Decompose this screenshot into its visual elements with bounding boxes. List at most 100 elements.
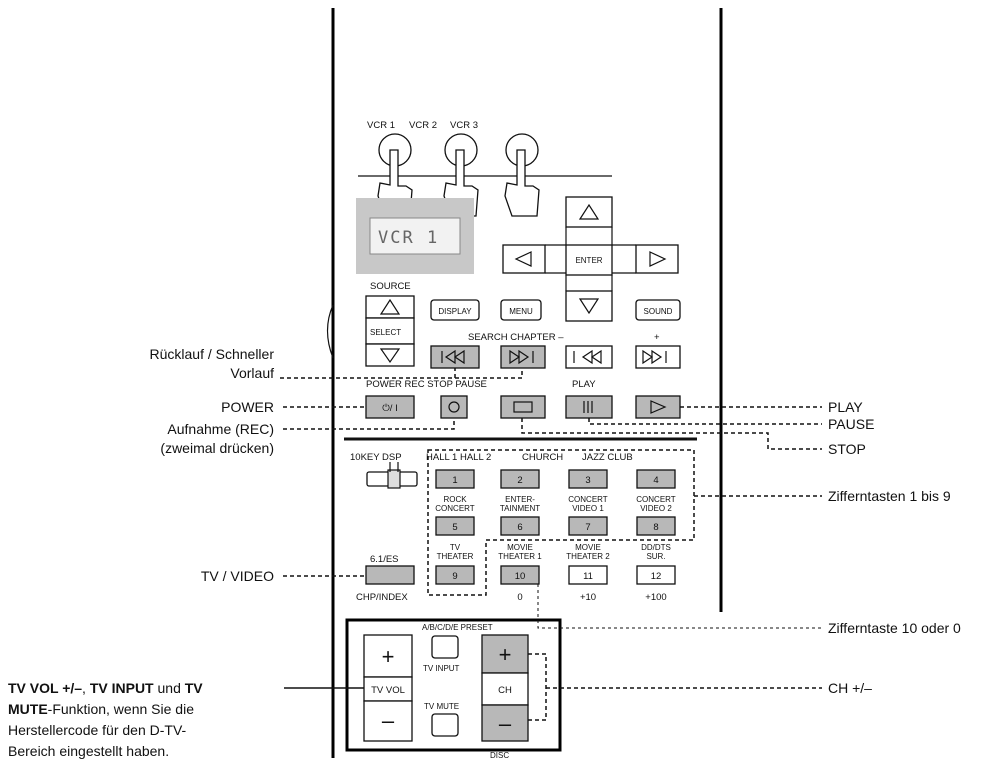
enter-label: ENTER: [575, 256, 602, 265]
pause-icon: [583, 401, 593, 413]
num-key-label: 5: [452, 522, 457, 533]
num-key-6[interactable]: [500, 516, 540, 536]
num-key-9[interactable]: [435, 565, 475, 585]
tv-func-sep1: ,: [82, 680, 90, 696]
triangle-up-icon: [379, 298, 401, 315]
dsp-church-label: CHURCH: [522, 452, 563, 463]
tv-func-sep2: und: [154, 680, 185, 696]
plus100-label: +100: [645, 592, 666, 603]
left-arrow-icon: [514, 251, 532, 267]
dsp-cv2-label-2: VIDEO 2: [640, 504, 672, 513]
ch-label: CH: [498, 685, 512, 696]
stop-button[interactable]: [500, 395, 546, 419]
tv-mute-button[interactable]: [431, 713, 459, 737]
dsp-cv1-label-2: VIDEO 1: [572, 504, 604, 513]
num-key-label: 11: [583, 571, 593, 582]
display-button[interactable]: [430, 299, 480, 321]
num-key-label: 2: [517, 475, 522, 486]
num-key-label: 12: [651, 571, 662, 582]
tv-vol-up-button[interactable]: [363, 634, 413, 678]
rewind-callout-line: [280, 368, 456, 379]
play-icon: [650, 400, 667, 414]
num-key-3[interactable]: [568, 469, 608, 489]
dsp-mt1-label-2: THEATER 1: [498, 552, 542, 561]
sound-button[interactable]: [635, 299, 681, 321]
select-label: SELECT: [370, 328, 401, 337]
chapter-prev-button[interactable]: [565, 345, 613, 369]
es-label: 6.1/ES: [370, 554, 399, 565]
up-arrow-icon: [578, 203, 600, 220]
down-arrow-icon: [578, 298, 600, 315]
up-button[interactable]: [565, 196, 613, 228]
abcde-preset-label: A/B/C/D/E PRESET: [422, 623, 493, 632]
rewind-callout-line-2: [455, 368, 523, 379]
triangle-down-icon: [379, 348, 401, 364]
number-keys-group-outline: [427, 449, 695, 596]
display-button-label: DISPLAY: [438, 307, 472, 316]
num-key-label: 7: [585, 522, 590, 533]
transport-row-label: POWER REC STOP PAUSE: [366, 379, 487, 390]
num-key-label: 9: [452, 571, 457, 582]
tv-mute-label: TV MUTE: [424, 702, 459, 711]
num-key-label: 6: [517, 522, 522, 533]
right-button[interactable]: [635, 244, 679, 274]
rec-button[interactable]: [440, 395, 468, 419]
chp-index-label: CHP/INDEX: [356, 592, 408, 603]
rewind-icon: [441, 349, 465, 365]
play-top-label: PLAY: [572, 379, 596, 390]
menu-button[interactable]: [500, 299, 542, 321]
rec-text-2: (zweimal drücken): [160, 440, 274, 456]
vcr-label-1: VCR 1: [367, 120, 395, 131]
stop-text: STOP: [828, 441, 866, 457]
dsp-hall-label: HALL 1 HALL 2: [426, 452, 491, 463]
num-key-label: 4: [653, 475, 658, 486]
power-button[interactable]: [365, 395, 415, 419]
down-button[interactable]: [565, 290, 613, 322]
search-chapter-label: SEARCH CHAPTER –: [468, 332, 564, 343]
dsp-rock-label-2: CONCERT: [435, 504, 475, 513]
pause-text: PAUSE: [828, 416, 874, 432]
num-key-10[interactable]: [500, 565, 540, 585]
num-key-7[interactable]: [568, 516, 608, 536]
fast-forward-button[interactable]: [500, 345, 546, 369]
dsp-dd-label-2: SUR.: [646, 552, 665, 561]
skip-forward-icon: [642, 349, 667, 365]
switch-knob[interactable]: [387, 469, 401, 489]
dsp-dd-label: DD/DTS: [641, 543, 671, 552]
select-down-button[interactable]: [365, 343, 415, 367]
num-key-2[interactable]: [500, 469, 540, 489]
num-key-1[interactable]: [435, 469, 475, 489]
dsp-cv2-label: CONCERT: [636, 495, 676, 504]
rec-callout-line: [283, 418, 455, 430]
ch-down-button[interactable]: [481, 704, 529, 742]
menu-button-label: MENU: [509, 307, 533, 316]
play-button[interactable]: [635, 395, 681, 419]
ch-up-button[interactable]: [481, 634, 529, 674]
num-key-11[interactable]: [568, 565, 608, 585]
digit10-callout-line: [537, 584, 822, 629]
num-key-4[interactable]: [636, 469, 676, 489]
num-key-5[interactable]: [435, 516, 475, 536]
pause-callout-line: [588, 418, 822, 425]
stop-icon: [513, 401, 533, 413]
num-key-8[interactable]: [636, 516, 676, 536]
remote-side-bump: [326, 304, 334, 359]
stop-callout-line: [521, 418, 822, 450]
sound-button-label: SOUND: [644, 307, 673, 316]
es-button[interactable]: [365, 565, 415, 585]
tv-vol-plus: +: [382, 644, 395, 669]
pause-button[interactable]: [565, 395, 613, 419]
enter-button[interactable]: [565, 244, 613, 276]
key-dsp-label: 10KEY DSP: [350, 452, 402, 463]
power-symbol: ⏻/ I: [382, 403, 397, 414]
power-text: POWER: [221, 399, 274, 415]
skip-back-icon: [573, 349, 602, 365]
chapter-next-button[interactable]: [635, 345, 681, 369]
left-button[interactable]: [502, 244, 546, 274]
play-text: PLAY: [828, 399, 863, 415]
tv-input-button[interactable]: [431, 635, 459, 659]
num-key-12[interactable]: [636, 565, 676, 585]
dsp-tv-label-2: THEATER: [437, 552, 474, 561]
rewind-text-2: Vorlauf: [230, 365, 274, 381]
tv-vol-down-button[interactable]: [363, 700, 413, 742]
